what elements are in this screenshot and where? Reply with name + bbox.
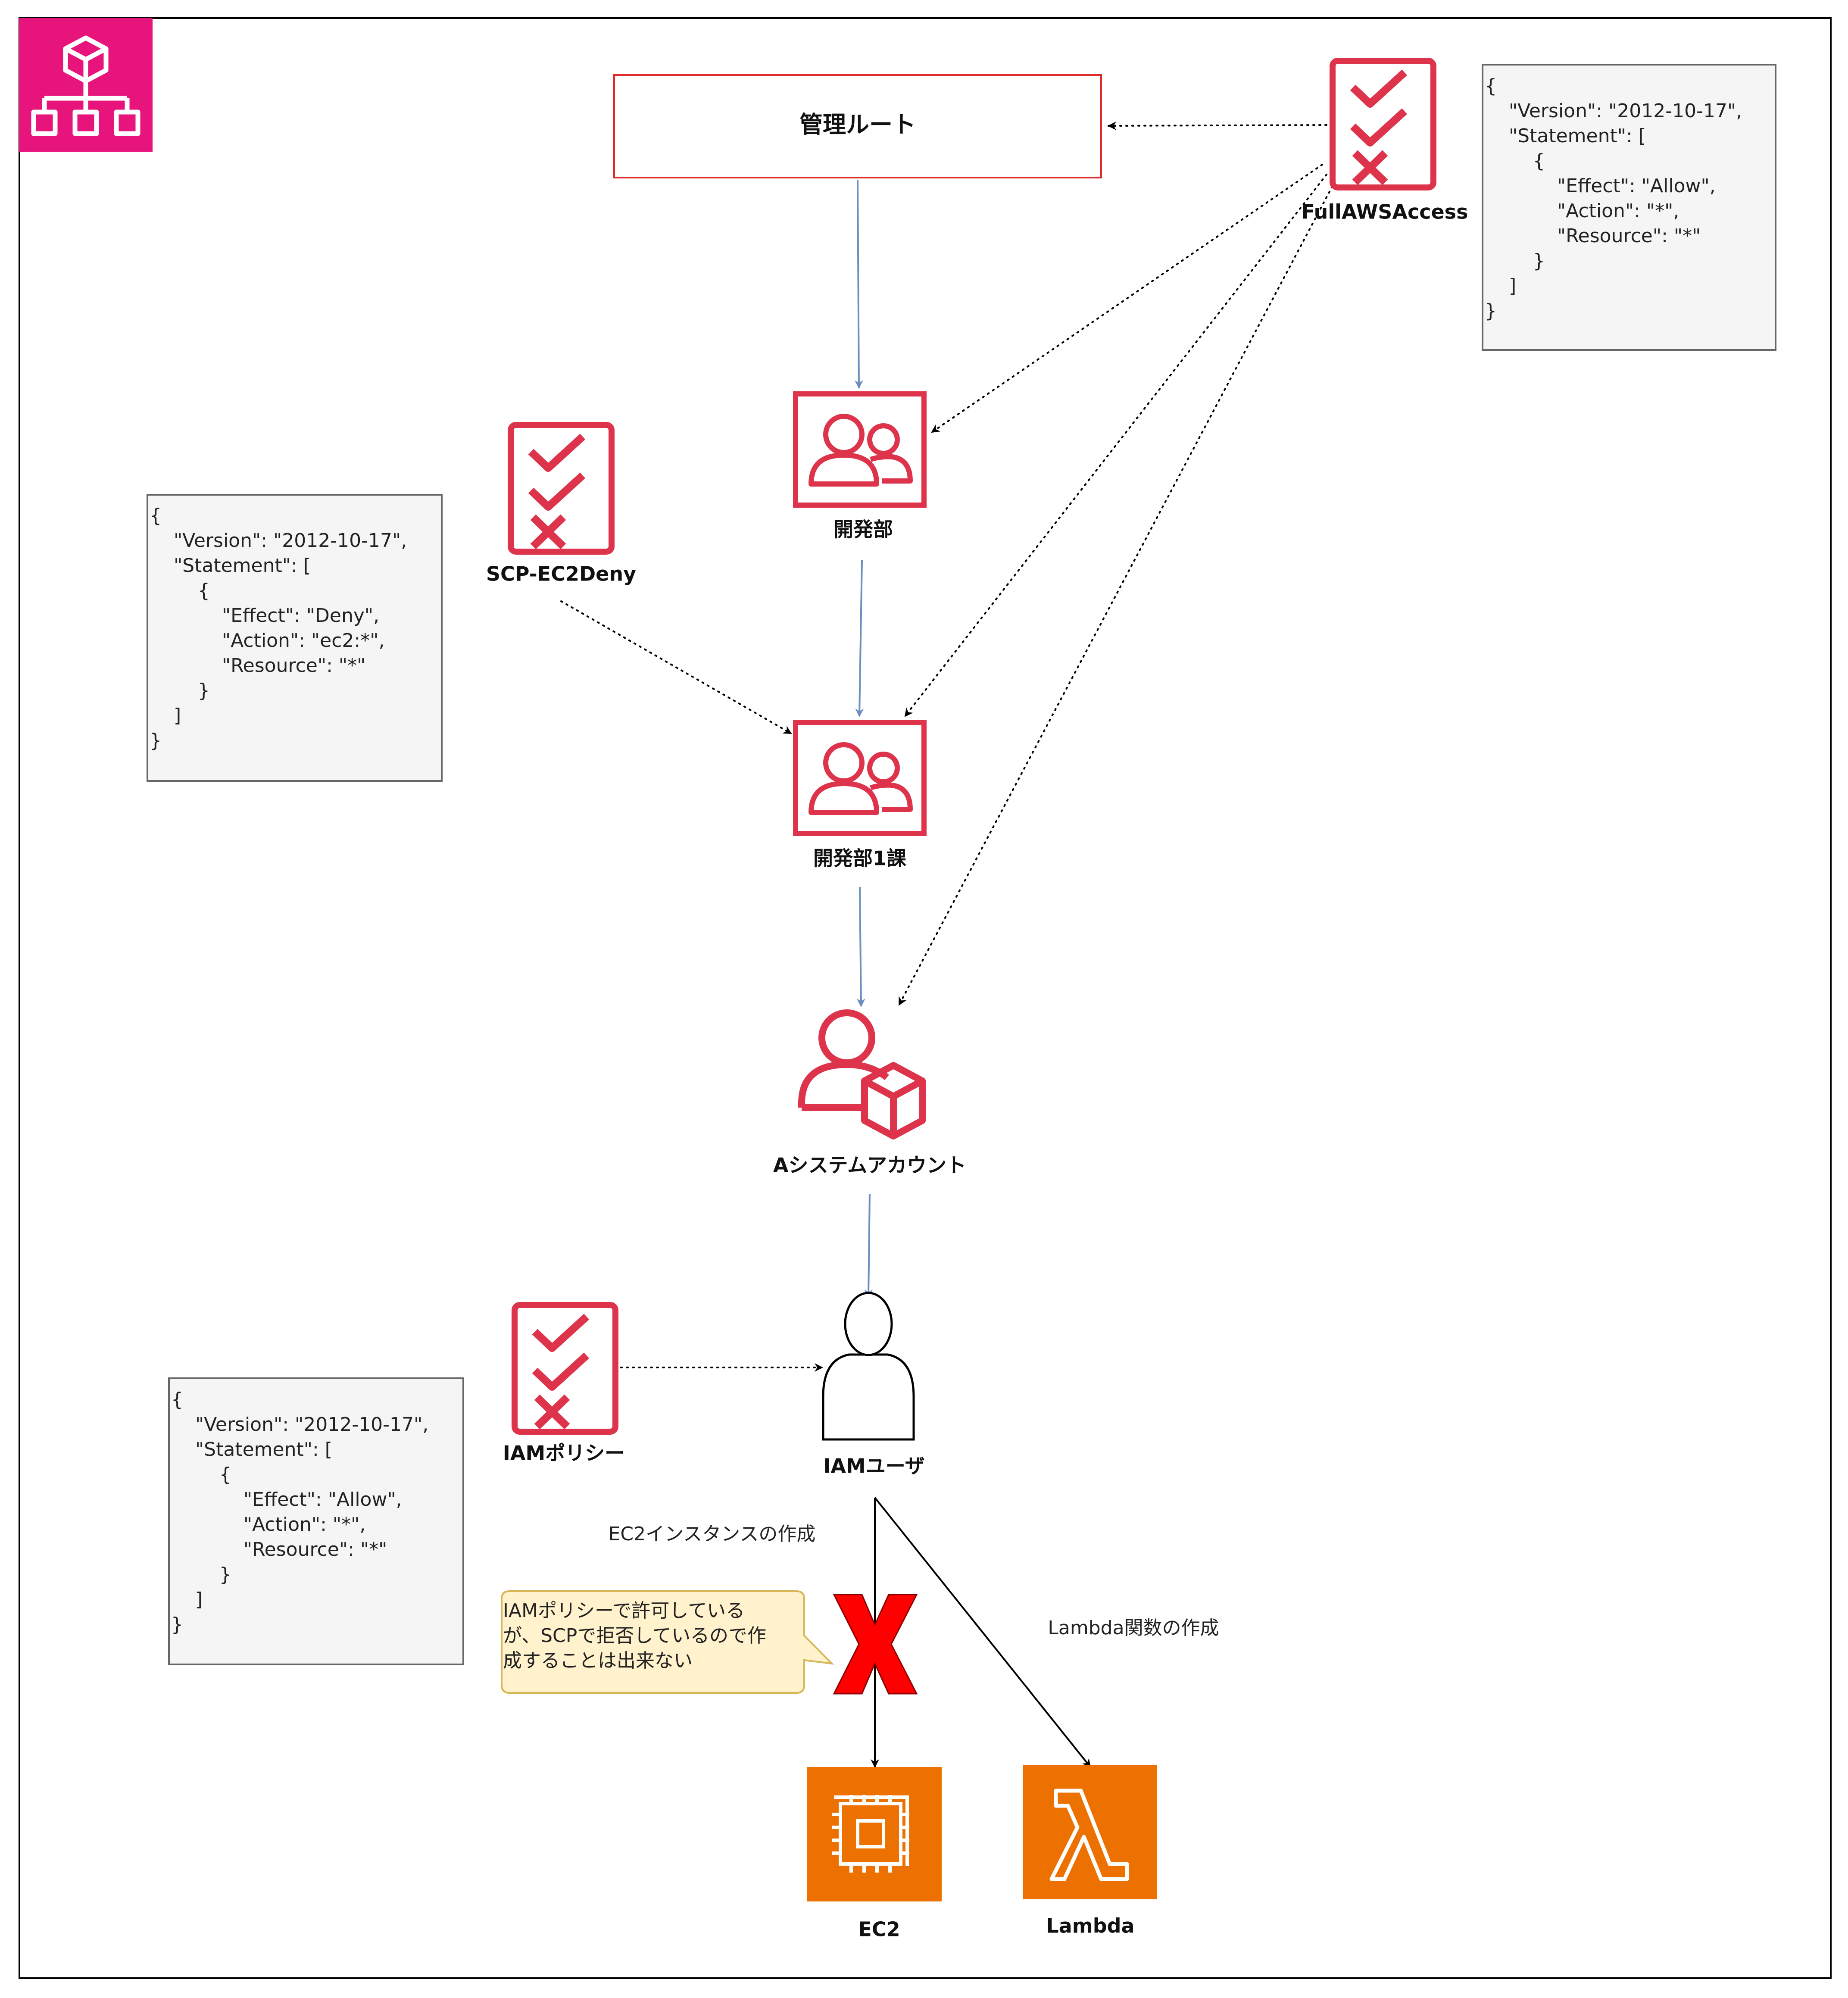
org-icon <box>19 18 153 152</box>
ec2-label: EC2 <box>858 1918 900 1941</box>
text-line: "Resource": "*" <box>171 1539 387 1561</box>
policy-edges <box>560 121 1336 1372</box>
text-line: "Effect": "Allow", <box>1485 175 1716 197</box>
edge-fullaccess-to-account <box>898 180 1336 1006</box>
text-line: { <box>1485 150 1545 172</box>
text-line: ] <box>1485 275 1516 297</box>
deny-note-callout: IAMポリシーで許可しているが、SCPで拒否しているので作成することは出来ない <box>501 1590 834 1694</box>
text-line: "Resource": "*" <box>1485 225 1701 247</box>
ec2-node[interactable]: EC2 <box>807 1767 942 1941</box>
edge-user-to-lambda <box>874 1497 1091 1768</box>
text-line: } <box>171 1614 183 1636</box>
text-line: { <box>1485 75 1497 97</box>
text-line: が、SCPで拒否しているので作 <box>503 1625 766 1647</box>
fullaccess-node[interactable]: FullAWSAccess <box>1302 61 1468 224</box>
text-line: "Effect": "Deny", <box>150 605 379 627</box>
iam-policy-node[interactable]: IAMポリシー <box>503 1305 625 1465</box>
ec2-icon <box>807 1767 942 1901</box>
text-line: "Statement": [ <box>150 555 311 577</box>
deny-note-text: IAMポリシーで許可しているが、SCPで拒否しているので作成することは出来ない <box>503 1600 766 1672</box>
edge-dev-to-section1 <box>855 560 864 717</box>
iam-user-node[interactable]: IAMユーザ <box>822 1292 925 1478</box>
root-node[interactable]: 管理ルート <box>613 74 1102 178</box>
a-system-account-node[interactable]: Aシステムアカウント <box>773 1009 966 1177</box>
text-line: IAMポリシーで許可している <box>503 1600 745 1622</box>
iam-policy-json-box: { "Version": "2012-10-17", "Statement": … <box>168 1377 464 1665</box>
text-line: { <box>150 505 162 527</box>
hierarchy-edges <box>854 180 873 1298</box>
create-ec2-label: EC2インスタンスの作成 <box>609 1523 816 1545</box>
organizational-unit-icon <box>796 722 924 834</box>
text-line: "Effect": "Allow", <box>171 1489 402 1511</box>
text-line: } <box>150 680 210 702</box>
policy-checklist-icon <box>1333 61 1433 187</box>
text-line: "Version": "2012-10-17", <box>171 1414 428 1436</box>
text-line: 成することは出来ない <box>503 1650 693 1672</box>
text-line: { <box>171 1464 231 1486</box>
dev-dept-label: 開発部 <box>833 518 893 541</box>
text-line: "Statement": [ <box>1485 125 1646 147</box>
dev-dept-node[interactable]: 開発部 <box>796 394 924 541</box>
text-line: "Version": "2012-10-17", <box>150 530 407 552</box>
dev-section1-node[interactable]: 開発部1課 <box>796 722 924 870</box>
edge-account-to-user <box>864 1193 873 1298</box>
dev-section1-label: 開発部1課 <box>813 847 906 870</box>
scp-json-box: { "Version": "2012-10-17", "Statement": … <box>147 494 443 782</box>
text-line: } <box>150 730 162 752</box>
text-line: { <box>171 1389 183 1411</box>
scp-json-text: { "Version": "2012-10-17", "Statement": … <box>150 505 407 752</box>
account-icon <box>798 1009 926 1139</box>
policy-checklist-icon <box>515 1305 615 1432</box>
text-line: "Statement": [ <box>171 1439 332 1461</box>
edge-scp-to-section1 <box>560 600 792 734</box>
edge-fullaccess-to-dev <box>931 164 1323 433</box>
organizational-unit-icon <box>796 394 924 505</box>
create-lambda-label: Lambda関数の作成 <box>1048 1617 1219 1639</box>
text-line: "Version": "2012-10-17", <box>1485 100 1742 122</box>
text-line: } <box>1485 300 1497 322</box>
text-line: ] <box>150 705 181 727</box>
text-line: { <box>150 580 210 602</box>
edge-fullaccess-to-root <box>1108 121 1327 130</box>
a-system-account-label: Aシステムアカウント <box>773 1154 966 1177</box>
text-line: "Resource": "*" <box>150 655 365 677</box>
fullaccess-json-text: { "Version": "2012-10-17", "Statement": … <box>1485 75 1742 322</box>
text-line: } <box>1485 250 1545 272</box>
text-line: "Action": "*", <box>1485 200 1679 222</box>
iam-user-icon <box>822 1292 915 1441</box>
fullaccess-label: FullAWSAccess <box>1302 200 1468 224</box>
text-line: } <box>171 1564 231 1586</box>
scp-ec2deny-label: SCP-EC2Deny <box>486 562 636 586</box>
scp-ec2deny-node[interactable]: SCP-EC2Deny <box>486 425 636 586</box>
policy-checklist-icon <box>511 425 612 552</box>
iam-policy-json-text: { "Version": "2012-10-17", "Statement": … <box>171 1389 428 1636</box>
text-line: ] <box>171 1589 203 1611</box>
root-label: 管理ルート <box>799 111 916 138</box>
iam-user-label: IAMユーザ <box>823 1455 925 1478</box>
edge-fullaccess-to-section1 <box>904 174 1327 717</box>
edge-root-to-dev <box>854 180 863 389</box>
lambda-node[interactable]: Lambda <box>1023 1765 1157 1938</box>
red-x-icon <box>833 1594 918 1695</box>
fullaccess-json-box: { "Version": "2012-10-17", "Statement": … <box>1482 64 1776 351</box>
text-line: "Action": "ec2:*", <box>150 630 384 652</box>
lambda-label: Lambda <box>1046 1914 1134 1938</box>
iam-policy-label: IAMポリシー <box>503 1442 625 1465</box>
text-line: "Action": "*", <box>171 1514 365 1536</box>
edge-section1-to-account <box>856 887 865 1007</box>
lambda-icon <box>1023 1765 1157 1899</box>
